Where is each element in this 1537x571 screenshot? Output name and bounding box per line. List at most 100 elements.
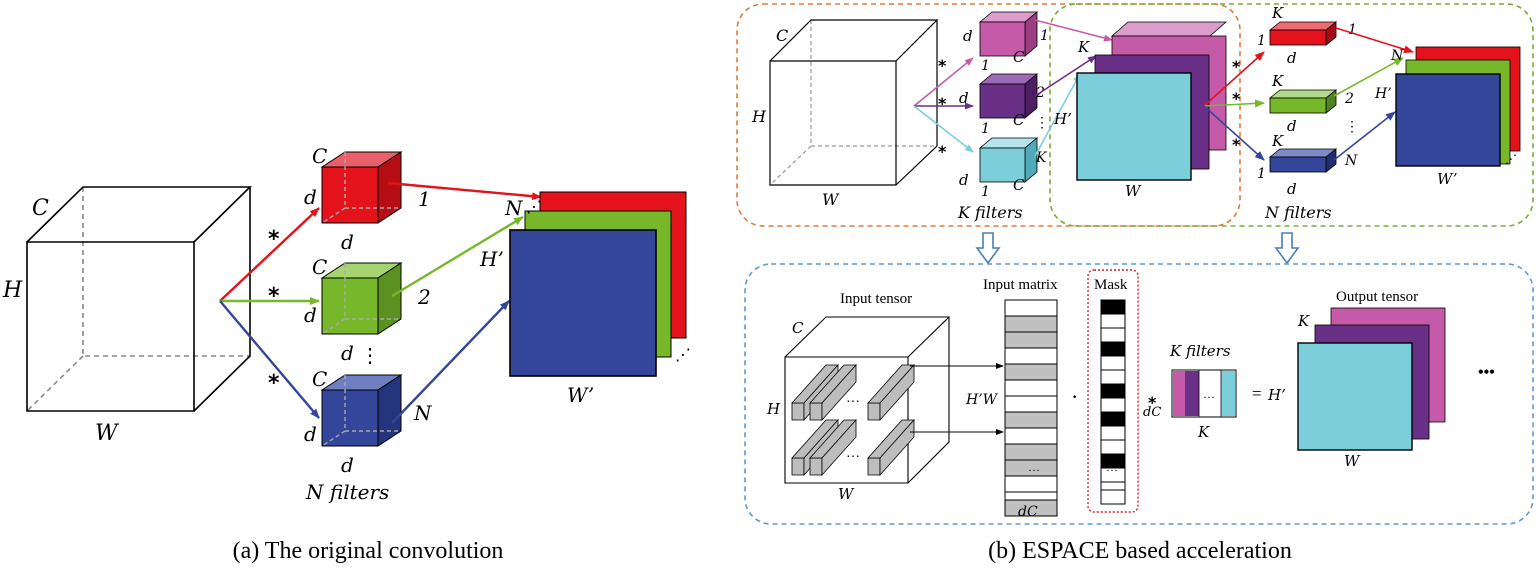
n-filter-n-one: 1 bbox=[1257, 166, 1266, 182]
mask-cell bbox=[1100, 411, 1126, 427]
arrow-kk-to-intermediate bbox=[1034, 73, 1081, 157]
arrow-n2-to-output bbox=[1333, 57, 1404, 97]
mask-cell bbox=[1100, 355, 1126, 371]
k-filter-1-d: d bbox=[963, 27, 973, 45]
panel-b-caption: (b) ESPACE based acceleration bbox=[988, 538, 1292, 564]
n-filter-1-k: K bbox=[1271, 4, 1284, 22]
mask-cell bbox=[1100, 313, 1126, 329]
input-matrix-row bbox=[1004, 499, 1058, 517]
panel-a-output-n: N bbox=[504, 196, 524, 220]
k-filter-1-index: 1 bbox=[1040, 28, 1049, 44]
input-matrix-row bbox=[1004, 347, 1058, 365]
down-arrow-right bbox=[1274, 232, 1300, 265]
k-conv-k: * bbox=[938, 142, 947, 161]
input-tensor-h: H bbox=[766, 400, 781, 418]
panel-b-input-cube bbox=[769, 19, 939, 186]
panel-a-input-c: C bbox=[32, 196, 49, 221]
input-matrix-rows-label: H’W bbox=[965, 392, 999, 408]
arrow-to-n-filter-2 bbox=[1203, 99, 1265, 108]
panel-b-input-w: W bbox=[822, 190, 840, 209]
k-filter-1 bbox=[978, 11, 1039, 57]
n-filter-n bbox=[1268, 148, 1338, 173]
output-tensor-k: K bbox=[1297, 312, 1310, 330]
filter-2-d-side: d bbox=[304, 303, 317, 327]
panel-a-conv-2: * bbox=[268, 284, 280, 309]
n-filters-vdots: ⋮ bbox=[1345, 120, 1359, 135]
input-matrix-gap bbox=[1004, 491, 1058, 501]
arrow-k2-to-intermediate bbox=[1034, 55, 1097, 97]
panel-b-output-n: N bbox=[1390, 48, 1404, 64]
filter-1-d-bottom: d bbox=[341, 230, 354, 254]
k-matrix-cols-label: K bbox=[1197, 423, 1210, 441]
filter-n-index: N bbox=[413, 401, 433, 425]
panel-a-filter-n bbox=[320, 374, 403, 447]
input-matrix-row bbox=[1004, 331, 1058, 349]
intermediate-k: K bbox=[1077, 38, 1090, 56]
k-filter-2 bbox=[978, 73, 1039, 119]
panel-b-output-stack bbox=[1395, 46, 1521, 167]
input-matrix-cols-label: dC bbox=[1018, 504, 1038, 520]
n-filter-2-k: K bbox=[1271, 72, 1284, 90]
arrow-to-n-filter-n bbox=[1203, 105, 1265, 161]
dot-product-symbol: · bbox=[1071, 384, 1078, 409]
k-filter-k-index: K bbox=[1035, 150, 1048, 166]
n-filters-label: N filters bbox=[1264, 203, 1332, 222]
filter-1-c: C bbox=[312, 144, 327, 168]
input-matrix-row bbox=[1004, 395, 1058, 413]
output-tensor-w: W bbox=[1344, 452, 1361, 470]
k-filter-k bbox=[978, 137, 1039, 183]
panel-a-caption: (a) The original convolution bbox=[233, 538, 504, 564]
n-filter-1-index: 1 bbox=[1348, 22, 1357, 38]
k-matrix-title: K filters bbox=[1169, 342, 1231, 360]
panel-a-arrow-to-filter-1 bbox=[219, 207, 320, 302]
arrow-n1-to-output bbox=[1335, 27, 1414, 54]
filters-vdots: ⋮ bbox=[360, 345, 380, 367]
k-conv-2: * bbox=[938, 94, 947, 113]
arrow-to-k-filter-k bbox=[913, 105, 974, 153]
n-conv-2: * bbox=[1232, 89, 1241, 108]
k-conv-1: * bbox=[938, 56, 947, 75]
mask-cell bbox=[1100, 425, 1126, 441]
down-arrow-left bbox=[975, 232, 1001, 265]
mask-gap bbox=[1100, 481, 1126, 491]
k-filter-2-c: C bbox=[1013, 111, 1025, 129]
input-matrix bbox=[1004, 299, 1058, 517]
panel-a-output-dots-top: ⋰ bbox=[526, 199, 542, 216]
filter-2-c: C bbox=[312, 255, 327, 279]
input-matrix-title: Input matrix bbox=[983, 277, 1058, 293]
mask-cell bbox=[1100, 299, 1126, 315]
panel-b-bottom: Input tensor C H W … … Input matrix H’W … bbox=[744, 263, 1534, 525]
input-tensor-c: C bbox=[792, 319, 804, 337]
panel-a-filters-label: N filters bbox=[305, 480, 389, 504]
n-filter-n-d: d bbox=[1287, 180, 1297, 198]
filter-2-d-bottom: d bbox=[341, 341, 354, 365]
panel-a-conv-n: * bbox=[268, 371, 280, 396]
k-matrix-ellipsis: … bbox=[1203, 387, 1215, 401]
k-filter-1-c: C bbox=[1013, 48, 1025, 66]
trailing-dots: ••• bbox=[1478, 364, 1495, 381]
equals-sign: = bbox=[1252, 384, 1262, 403]
panel-a: C H W * * * C d d 1 C d d 2 bbox=[2, 144, 691, 564]
filter-2-index: 2 bbox=[417, 285, 431, 309]
panel-a-output-w: W’ bbox=[567, 383, 594, 407]
n-filter-n-index: N bbox=[1344, 153, 1358, 169]
arrow-to-k-filter-1 bbox=[913, 57, 974, 107]
k-filter-2-d: d bbox=[959, 89, 969, 107]
filter-n-c: C bbox=[312, 367, 327, 391]
patch-columns bbox=[791, 363, 915, 477]
panel-a-input-cube bbox=[26, 186, 252, 412]
n-conv-n: * bbox=[1232, 135, 1241, 154]
k-filter-k-c: C bbox=[1013, 176, 1025, 194]
panel-a-output-dots-bottom: ⋰ bbox=[675, 347, 691, 364]
input-matrix-row bbox=[1004, 443, 1058, 461]
output-tensor-h: H’ bbox=[1267, 386, 1286, 404]
input-matrix-row bbox=[1004, 379, 1058, 397]
k-matrix-rows-label: dC bbox=[1143, 405, 1161, 420]
mask-cell bbox=[1100, 369, 1126, 385]
patch-ellipsis-bottom: … bbox=[846, 446, 860, 461]
input-matrix-row bbox=[1004, 299, 1058, 317]
n-filter-1-d: d bbox=[1287, 49, 1297, 67]
mask-cell bbox=[1100, 439, 1126, 455]
input-matrix-row bbox=[1004, 475, 1058, 493]
